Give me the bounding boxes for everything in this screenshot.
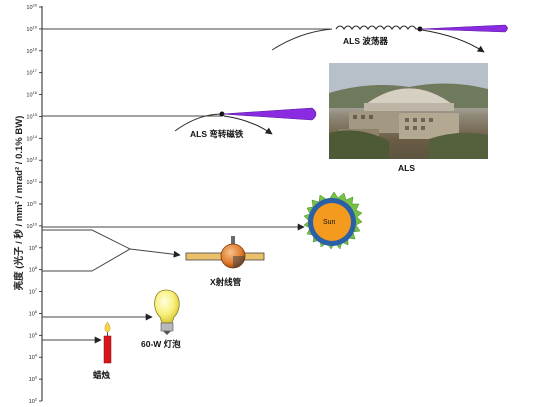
- bulb-base: [160, 322, 174, 332]
- xray-arrow: [129, 248, 181, 258]
- y-tick-label: 1019: [26, 24, 37, 33]
- y-tick-label: 1015: [26, 112, 37, 121]
- candle-body: [103, 335, 112, 364]
- xray-tube-shadow: [233, 256, 245, 268]
- als-photo-drawing: [329, 63, 488, 159]
- y-tick-label: 1010: [26, 221, 37, 230]
- y-tick-label: 109: [29, 243, 38, 252]
- undulator-magnet-wiggle: [335, 25, 420, 30]
- y-tick-label: 1012: [26, 178, 37, 187]
- bend-magnet-electron-out: [223, 115, 273, 135]
- y-axis-title: 亮度 (光子 / 秒 / mm² / mrad² / 0.1% BW): [14, 115, 25, 291]
- bulb-tip: [163, 331, 171, 335]
- bend-magnet-photon-beam: [221, 107, 317, 121]
- bulb-glass: [154, 289, 180, 324]
- xray-tube-label: X射线管: [210, 277, 242, 287]
- y-tick-label: 108: [29, 265, 38, 274]
- xray-tube-stem: [231, 236, 235, 246]
- xray-lower-line: [42, 248, 131, 272]
- undulator-photon-beam: [419, 24, 508, 33]
- sun-label: Sun: [323, 219, 336, 226]
- bend-magnet-electron-in: [174, 113, 223, 132]
- y-axis-ticks: 102 103 104 105 106 107 108 109 1010 1011 1012 1013…: [26, 3, 42, 406]
- bend-magnet-label: ALS 弯转磁铁: [190, 129, 244, 139]
- y-tick-label: 1014: [26, 134, 37, 143]
- bulb-label: 60-W 灯泡: [141, 339, 181, 349]
- y-tick-label: 1018: [26, 46, 37, 55]
- xray-tube-group: [42, 229, 265, 272]
- y-tick-label: 1011: [27, 200, 38, 209]
- y-tick-label: 105: [29, 331, 38, 340]
- sun-group: [42, 191, 363, 250]
- y-tick-label: 1013: [26, 156, 37, 165]
- y-tick-label: 106: [29, 309, 38, 318]
- candle-label: 蜡烛: [93, 370, 111, 380]
- als-building-photo: [329, 63, 488, 159]
- y-tick-label: 1016: [26, 90, 37, 99]
- y-tick-label: 104: [29, 353, 38, 362]
- candle-group: [42, 321, 112, 364]
- als-photo-caption: ALS: [398, 163, 415, 173]
- xray-upper-line: [42, 229, 131, 250]
- bulb-group: [42, 289, 180, 335]
- y-tick-label: 1020: [26, 3, 37, 12]
- y-tick-label: 107: [29, 287, 38, 296]
- sun-core: [313, 203, 351, 241]
- y-tick-label: 102: [29, 397, 38, 406]
- candle-flame: [104, 321, 111, 333]
- undulator-label: ALS 波荡器: [343, 36, 388, 46]
- undulator-beam-in: [271, 28, 333, 51]
- bend-magnet-group: [42, 107, 317, 135]
- undulator-electron-out: [421, 29, 485, 53]
- undulator-group: [42, 24, 508, 53]
- y-tick-label: 103: [29, 375, 38, 384]
- y-tick-label: 1017: [26, 68, 37, 77]
